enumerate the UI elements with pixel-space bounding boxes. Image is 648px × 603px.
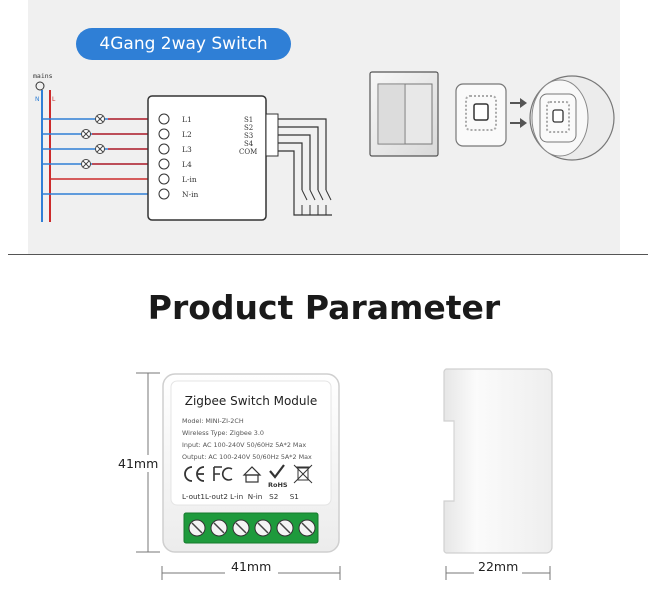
output-label: L-in bbox=[182, 175, 197, 184]
ce-icon bbox=[184, 466, 205, 482]
module-terminal bbox=[158, 113, 170, 200]
module-front-view: Zigbee Switch Module Model: MINI-ZI-2CH … bbox=[162, 373, 340, 553]
switch-wires bbox=[278, 118, 332, 216]
switch-icon bbox=[301, 189, 332, 215]
terminal-labels: L-out1L-out2 L-in N-in S2 S1 bbox=[182, 492, 299, 501]
n-label: N bbox=[35, 96, 40, 103]
output-label: L2 bbox=[182, 130, 192, 139]
input-label: S4 bbox=[244, 140, 254, 148]
rohs-label: RoHS bbox=[268, 481, 288, 489]
arrow-right-icon bbox=[510, 98, 527, 128]
screw-slot-icon bbox=[191, 522, 313, 534]
width-dimension: 41mm bbox=[229, 559, 274, 574]
input-label: S1 bbox=[244, 116, 253, 124]
module-box bbox=[147, 95, 267, 221]
wall-switch-icon bbox=[369, 71, 439, 157]
module-output: Output: AC 100-240V 50/60Hz 5A*2 Max bbox=[182, 453, 312, 461]
l-label: L bbox=[52, 96, 56, 103]
output-label: L1 bbox=[182, 115, 192, 124]
module-side-view bbox=[443, 368, 553, 554]
installation-illustration bbox=[369, 71, 615, 161]
output-label: L4 bbox=[182, 160, 192, 169]
mains-label: mains bbox=[33, 72, 53, 80]
module-wireless: Wireless Type: Zigbee 3.0 bbox=[182, 429, 264, 437]
depth-dimension: 22mm bbox=[476, 559, 521, 574]
output-label: L3 bbox=[182, 145, 192, 154]
weee-bin-icon bbox=[293, 464, 313, 484]
input-label: S3 bbox=[244, 132, 253, 140]
module-input: Input: AC 100-240V 50/60Hz 5A*2 Max bbox=[182, 441, 306, 449]
section-title: Product Parameter bbox=[147, 288, 501, 327]
input-label: COM bbox=[239, 148, 257, 156]
lamp-icon bbox=[81, 114, 105, 169]
module-title: Zigbee Switch Module bbox=[185, 394, 318, 408]
module-model: Model: MINI-ZI-2CH bbox=[182, 417, 244, 425]
house-icon bbox=[242, 466, 262, 483]
wall-box-icon bbox=[529, 75, 615, 161]
module-icon bbox=[455, 83, 507, 147]
check-icon bbox=[269, 464, 285, 479]
banner-title: 4Gang 2way Switch bbox=[76, 28, 291, 60]
section-divider bbox=[8, 254, 648, 255]
height-dimension: 41mm bbox=[116, 456, 161, 471]
mains-plug-icon bbox=[35, 81, 45, 91]
wiring-diagram: mains N L L1 L2 L3 L4 L-in N-in S1 bbox=[33, 72, 332, 222]
fc-icon bbox=[213, 466, 233, 481]
input-label: S2 bbox=[244, 124, 253, 132]
output-label: N-in bbox=[182, 190, 198, 199]
